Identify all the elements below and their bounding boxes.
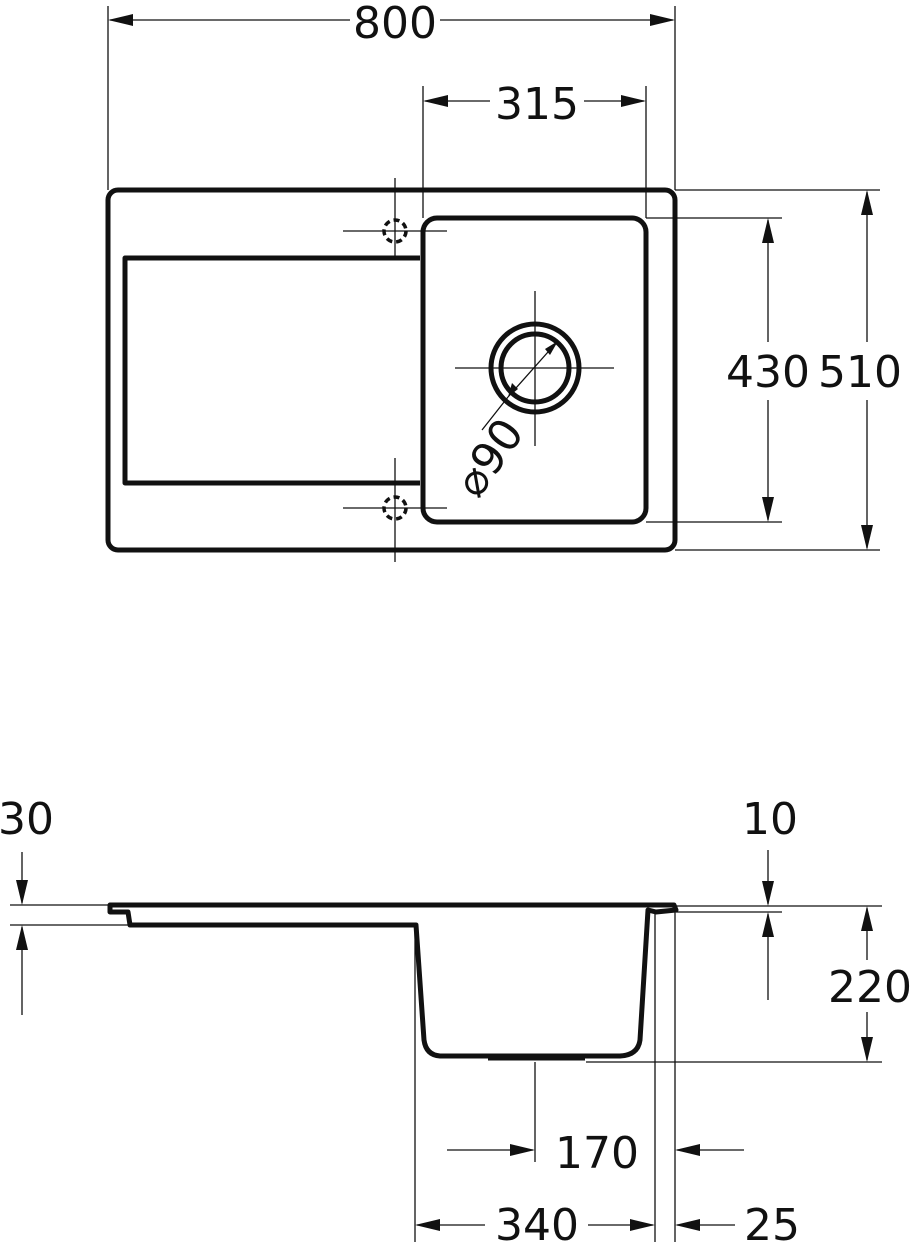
dim-10-label: 10 bbox=[742, 794, 798, 845]
drain-diameter-leader-ext bbox=[481, 396, 509, 431]
dim-220-label: 220 bbox=[828, 962, 910, 1013]
dim-315-arrow-right bbox=[621, 95, 646, 107]
dim-430-arrow-top bbox=[762, 218, 774, 243]
dim-340-arrow-right bbox=[630, 1219, 655, 1231]
dim-220-arrow-bottom bbox=[861, 1037, 873, 1062]
dim-170-label: 170 bbox=[555, 1128, 639, 1179]
dim-315-arrow-left bbox=[423, 95, 448, 107]
dim-30-label: 30 bbox=[0, 794, 54, 845]
sink-profile bbox=[107, 902, 679, 1059]
drain-diameter-label: ⌀90 bbox=[445, 409, 534, 506]
dim-220-arrow-top bbox=[861, 906, 873, 931]
dim-170-arrow-right bbox=[675, 1144, 700, 1156]
dim-510-label: 510 bbox=[818, 347, 902, 398]
dim-340-arrow-left bbox=[415, 1219, 440, 1231]
dim-315-label: 315 bbox=[495, 79, 579, 130]
drain-diameter-arrow-lower bbox=[508, 383, 518, 397]
dim-10-arrow-bottom bbox=[762, 912, 774, 937]
dim-510-arrow-bottom bbox=[861, 525, 873, 550]
dim-10-arrow-top bbox=[762, 881, 774, 906]
dim-800-arrow-right bbox=[650, 14, 675, 26]
dim-800-arrow-left bbox=[108, 14, 133, 26]
dim-510-arrow-top bbox=[861, 190, 873, 215]
bowl-outline bbox=[420, 215, 649, 525]
dim-25-arrow bbox=[675, 1219, 700, 1231]
drain-diameter-arrow-upper bbox=[545, 341, 558, 355]
top-view: ⌀90 800 315 430 bbox=[105, 0, 902, 562]
dim-170-arrow-left bbox=[510, 1144, 535, 1156]
dim-30-arrow-bottom bbox=[16, 925, 28, 950]
dim-430-label: 430 bbox=[726, 347, 810, 398]
dim-430-arrow-bottom bbox=[762, 497, 774, 522]
side-view: 30 10 220 170 340 25 bbox=[0, 794, 910, 1245]
drainer-area bbox=[122, 255, 420, 486]
dim-25-label: 25 bbox=[744, 1200, 800, 1245]
dim-340-label: 340 bbox=[495, 1200, 579, 1245]
dim-30-arrow-top bbox=[16, 880, 28, 905]
sink-outline bbox=[105, 187, 678, 553]
dim-800-label: 800 bbox=[353, 0, 437, 49]
